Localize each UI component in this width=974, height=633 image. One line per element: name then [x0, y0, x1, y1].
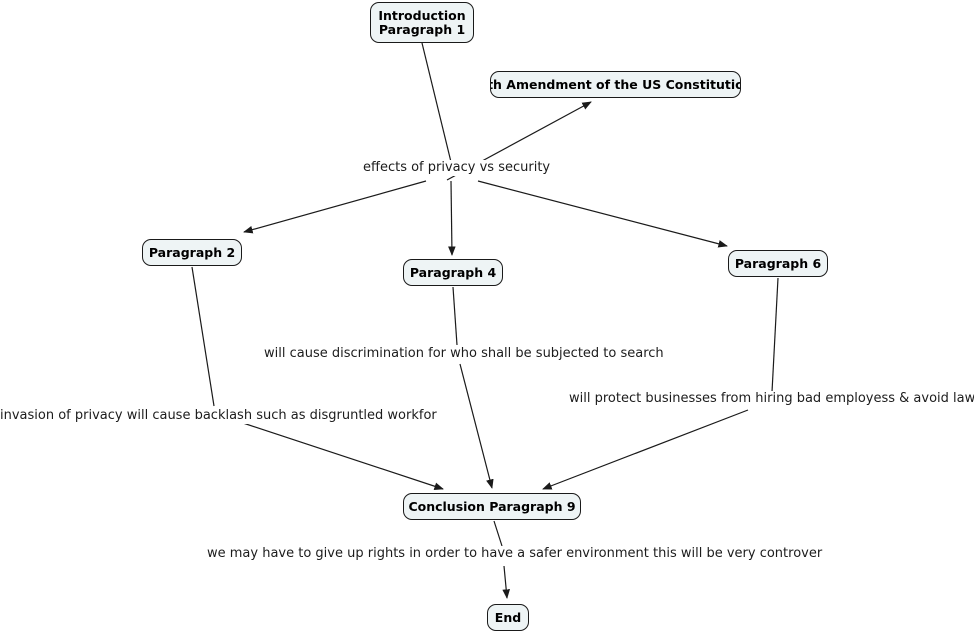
edge-intro-to-hub [421, 42, 452, 163]
node-4th-amendment[interactable]: 4th Amendment of the US Constitution [490, 71, 741, 98]
edge-intro-to-para6 [477, 180, 728, 248]
edge-para2-to-conclusion-tail [242, 422, 444, 490]
edge-label-effects-of-privacy-vs-security: effects of privacy vs security [362, 160, 552, 176]
edge-label-invasion-of-privacy: invasion of privacy will cause backlash … [0, 408, 438, 424]
edge-para6-to-conclusion [771, 277, 779, 393]
node-introduction-paragraph-1[interactable]: Introduction Paragraph 1 [370, 2, 474, 43]
edge-para6-to-conclusion-tail [542, 409, 749, 490]
edge-conclusion-to-end-tail [502, 565, 511, 599]
edge-label-give-up-rights: we may have to give up rights in order t… [206, 546, 824, 562]
node-paragraph-2[interactable]: Paragraph 2 [142, 239, 242, 266]
edge-intro-to-para4 [448, 180, 456, 256]
edge-para2-to-conclusion [191, 266, 215, 407]
edge-intro-to-para2 [243, 180, 427, 234]
edge-para4-to-conclusion-tail [459, 363, 494, 489]
node-paragraph-6[interactable]: Paragraph 6 [728, 250, 828, 277]
edge-conclusion-to-end [493, 520, 503, 547]
edge-label-protect-businesses: will protect businesses from hiring bad … [568, 391, 974, 407]
node-end[interactable]: End [487, 604, 529, 631]
node-paragraph-4[interactable]: Paragraph 4 [403, 259, 503, 286]
edge-label-discrimination: will cause discrimination for who shall … [263, 346, 665, 362]
edge-para4-to-conclusion [452, 286, 458, 346]
node-conclusion-paragraph-9[interactable]: Conclusion Paragraph 9 [403, 493, 581, 520]
